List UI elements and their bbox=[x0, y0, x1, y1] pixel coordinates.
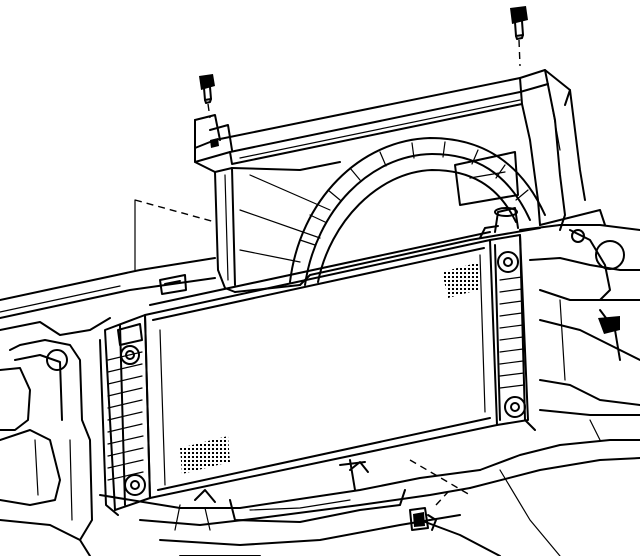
fan-shroud bbox=[159, 69, 606, 295]
right-tank-ribs bbox=[499, 276, 525, 389]
radiator-support bbox=[0, 199, 640, 556]
radiator bbox=[99, 207, 536, 516]
core-fins-upper bbox=[442, 262, 480, 298]
bolt bbox=[510, 6, 528, 67]
left-tank-ribs bbox=[107, 351, 144, 481]
clip bbox=[409, 491, 449, 531]
bolt bbox=[199, 74, 215, 119]
core-fins-lower bbox=[180, 436, 230, 474]
